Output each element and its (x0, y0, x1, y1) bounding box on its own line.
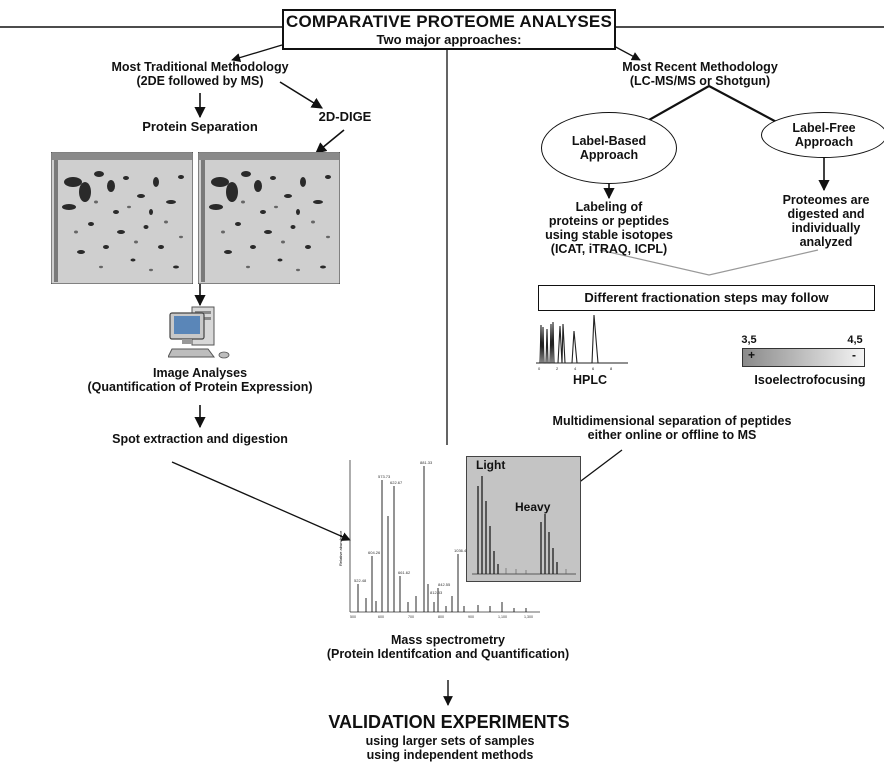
image-analyses-line2: (Quantification of Protein Expression) (87, 380, 313, 394)
multidim-line1: Multidimensional separation of peptides (552, 414, 792, 428)
label-based-ellipse: Label-Based Approach (541, 112, 677, 184)
title-box: COMPARATIVE PROTEOME ANALYSES Two major … (282, 9, 616, 50)
image-analyses: Image Analyses (Quantification of Protei… (80, 366, 320, 394)
proteomes-line: individually (791, 221, 861, 235)
svg-text:6: 6 (592, 366, 595, 371)
ief-plus: + (748, 348, 756, 362)
proteomes-line: analyzed (799, 235, 853, 249)
labeling-line: Labeling of (575, 200, 643, 214)
fractionation-box: Different fractionation steps may follow (538, 285, 875, 311)
ief-minus: - (852, 348, 856, 362)
labeling-line: using stable isotopes (545, 228, 673, 242)
validation-line1: using larger sets of samples (365, 734, 535, 748)
validation-heading: VALIDATION EXPERIMENTS (328, 712, 570, 732)
ms-inset-light-heavy (466, 456, 581, 582)
arrow-title-right (611, 44, 641, 61)
labeling-line: proteins or peptides (548, 214, 670, 228)
svg-text:1036.41: 1036.41 (454, 548, 469, 553)
proteomes-line: digested and (787, 207, 865, 221)
multidim-text: Multidimensional separation of peptides … (522, 414, 822, 442)
page-subtitle: Two major approaches: (376, 32, 522, 47)
proteomes-line: Proteomes are (782, 193, 870, 207)
ief-high-value: 4,5 (847, 334, 863, 346)
ms-light-label: Light (476, 458, 506, 472)
gel-image-1 (51, 152, 193, 284)
label-free-line2: Approach (794, 135, 854, 149)
ief-low-value: 3,5 (741, 334, 757, 346)
ief-label: Isoelectrofocusing (754, 373, 866, 387)
dige-label: 2D-DIGE (318, 109, 372, 124)
svg-text:700: 700 (408, 615, 414, 619)
svg-text:800: 800 (438, 615, 444, 619)
spot-extraction-label: Spot extraction and digestion (112, 432, 288, 446)
left-heading: Most Traditional Methodology (2DE follow… (100, 60, 300, 88)
labeling-text: Labeling of proteins or peptides using s… (534, 200, 684, 256)
gel-image-2 (198, 152, 340, 284)
left-heading-line2: (2DE followed by MS) (136, 74, 264, 88)
svg-text:8: 8 (610, 366, 613, 371)
validation-lines: using larger sets of samples using indep… (300, 734, 600, 762)
arrow-spot-to-ms (171, 461, 351, 541)
svg-text:522.48: 522.48 (354, 578, 367, 583)
label-based-line2: Approach (579, 148, 639, 162)
image-analyses-line1: Image Analyses (152, 366, 248, 380)
ms-caption: Mass spectrometry (Protein Identifcation… (298, 633, 598, 661)
label-free-line1: Label-Free (792, 121, 856, 135)
svg-text:842.55: 842.55 (438, 582, 451, 587)
svg-text:4: 4 (574, 366, 577, 371)
multidim-line2: either online or offline to MS (587, 428, 757, 442)
left-heading-line1: Most Traditional Methodology (111, 60, 289, 74)
arrow-title-left (231, 44, 283, 63)
right-heading-line1: Most Recent Methodology (622, 60, 778, 74)
svg-text:622.67: 622.67 (390, 480, 403, 485)
svg-text:Relative abundance: Relative abundance (338, 530, 343, 566)
ms-heavy-label: Heavy (515, 500, 551, 514)
ms-caption-line1: Mass spectrometry (391, 633, 505, 647)
proteomes-text: Proteomes are digested and individually … (772, 193, 880, 249)
label-based-line1: Label-Based (571, 134, 647, 148)
svg-text:0: 0 (538, 366, 541, 371)
svg-text:1,100: 1,100 (498, 615, 507, 619)
svg-text:900: 900 (468, 615, 474, 619)
validation-line2: using independent methods (366, 748, 534, 762)
page-title: COMPARATIVE PROTEOME ANALYSES (285, 12, 612, 31)
svg-text:2: 2 (556, 366, 559, 371)
ms-caption-line2: (Protein Identifcation and Quantificatio… (326, 647, 570, 661)
svg-text:604.26: 604.26 (368, 550, 381, 555)
merge-lines (599, 249, 819, 276)
ief-gradient-bar: + - (742, 348, 865, 367)
svg-text:573.73: 573.73 (378, 474, 391, 479)
hplc-label: HPLC (572, 373, 608, 387)
svg-text:1,300: 1,300 (524, 615, 533, 619)
arrow-dige-to-gel (315, 129, 345, 154)
computer-icon (168, 306, 230, 359)
arrow-heading-to-dige (279, 81, 323, 109)
hplc-chromatogram: 0 2 4 6 8 (536, 314, 628, 371)
mass-spectrum: Relative abundance 522.48 604.26 573.73 62… (338, 460, 540, 619)
svg-text:661.62: 661.62 (398, 570, 411, 575)
svg-text:812.33: 812.33 (430, 590, 443, 595)
right-heading: Most Recent Methodology (LC-MS/MS or Sho… (600, 60, 800, 88)
protein-separation-label: Protein Separation (142, 119, 258, 134)
svg-text:881.33: 881.33 (420, 460, 433, 465)
right-heading-line2: (LC-MS/MS or Shotgun) (629, 74, 771, 88)
label-free-ellipse: Label-Free Approach (761, 112, 884, 158)
svg-text:500: 500 (350, 615, 356, 619)
labeling-line: (ICAT, iTRAQ, ICPL) (550, 242, 668, 256)
svg-text:600: 600 (378, 615, 384, 619)
